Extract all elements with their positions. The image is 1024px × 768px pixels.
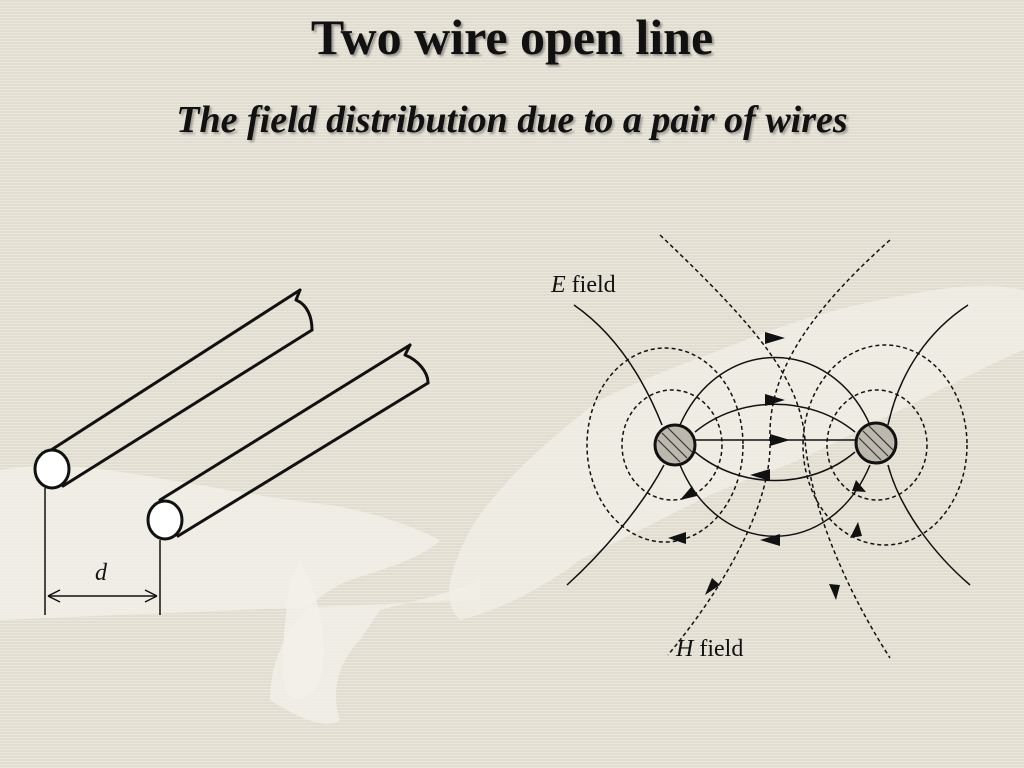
background-hand-left xyxy=(0,465,480,724)
e-field-label: E field xyxy=(550,272,616,298)
conductor-right xyxy=(854,421,898,465)
spacing-label: d xyxy=(95,560,108,586)
h-field-lines xyxy=(586,234,968,659)
background-hand-right xyxy=(449,285,1024,620)
slide-title: Two wire open line xyxy=(310,9,714,65)
conductor-left xyxy=(653,423,697,467)
e-field-lines xyxy=(566,304,971,586)
h-field-label: H field xyxy=(675,636,743,662)
h-field-label-word: field xyxy=(693,636,743,662)
wire-1 xyxy=(33,288,314,490)
spacing-dimension xyxy=(44,488,161,615)
h-field-label-letter: H xyxy=(675,636,695,662)
e-field-label-word: field xyxy=(566,272,616,298)
wire-2 xyxy=(146,343,430,541)
h-field-arrows xyxy=(668,480,866,600)
background-finger xyxy=(282,560,324,699)
e-field-arrows xyxy=(750,332,790,546)
e-field-label-letter: E xyxy=(550,272,566,298)
slide-subtitle: The field distribution due to a pair of … xyxy=(176,99,848,141)
